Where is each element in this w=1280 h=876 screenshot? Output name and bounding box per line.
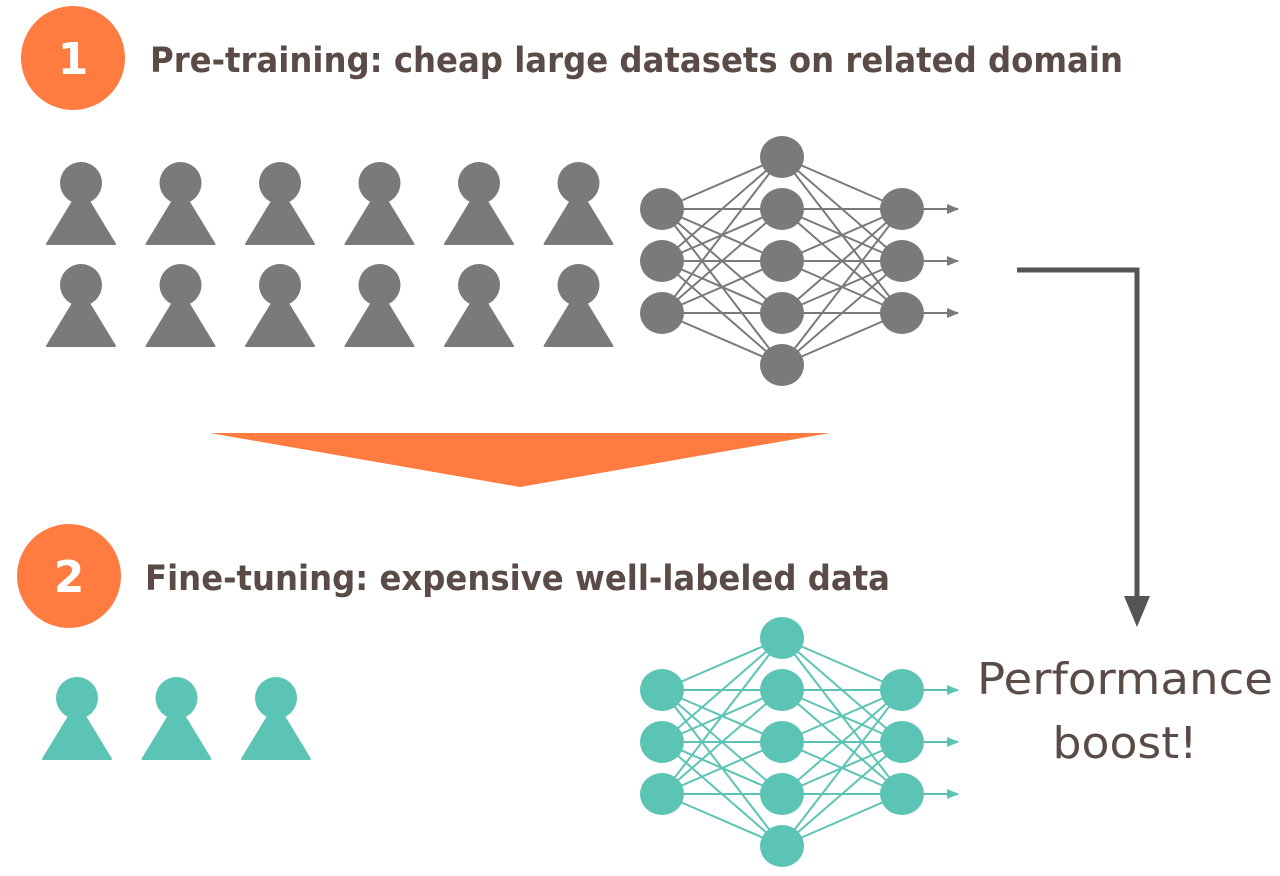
pretrained-network-edge <box>781 208 903 314</box>
pretrained-network-node <box>760 136 804 178</box>
pretrained-network-node <box>760 240 804 282</box>
pretrained-network-node <box>880 188 924 230</box>
boost-connector-arrowhead <box>1124 596 1150 627</box>
pretraining-person-icon <box>543 264 614 347</box>
step-1-title: Pre-training: cheap large datasets on re… <box>150 41 1123 81</box>
pretrained-network-edge <box>661 208 783 314</box>
pretraining-person-icon <box>245 162 315 245</box>
pretraining-person-icon <box>344 264 415 347</box>
finetuned-network-node <box>640 773 684 815</box>
pretrained-network-node <box>880 240 924 282</box>
pretraining-person-icon <box>245 264 315 347</box>
result-line-1: Performance <box>977 654 1273 705</box>
pretraining-person-icon <box>444 162 514 245</box>
finetuned-network-node <box>640 669 684 711</box>
step-2-header: 2 Fine-tuning: expensive well-labeled da… <box>17 524 890 628</box>
result-line-2: boost! <box>1053 718 1198 769</box>
finetuning-person-icon <box>141 677 212 760</box>
pretraining-dataset-group <box>46 162 614 347</box>
step-1-number: 1 <box>58 34 89 85</box>
pretrained-network-node <box>760 188 804 230</box>
pretraining-person-icon <box>145 264 216 347</box>
pretraining-person-icon <box>145 162 216 245</box>
pretrained-network <box>640 136 959 386</box>
finetuned-network-node <box>760 773 804 815</box>
finetuned-network-edge <box>661 637 783 743</box>
finetuned-network-edge <box>781 689 903 847</box>
finetuned-network <box>640 617 959 867</box>
pretraining-person-icon <box>344 162 415 245</box>
pretrained-network-edge <box>661 156 783 314</box>
finetuned-network-edge <box>661 637 783 795</box>
finetuned-network-node <box>880 721 924 763</box>
pretrained-network-node <box>640 188 684 230</box>
pretrained-network-node <box>760 292 804 334</box>
step-2-title: Fine-tuning: expensive well-labeled data <box>145 559 890 599</box>
step-1-header: 1 Pre-training: cheap large datasets on … <box>21 6 1123 110</box>
finetuning-person-icon <box>42 677 112 760</box>
performance-boost-label: Performance boost! <box>977 654 1273 769</box>
finetuning-dataset-group <box>42 677 311 760</box>
transfer-arrow <box>210 433 830 487</box>
pretraining-person-icon <box>46 264 116 347</box>
finetuned-network-node <box>760 617 804 659</box>
finetuned-network-node <box>880 669 924 711</box>
pretraining-person-icon <box>46 162 116 245</box>
finetuned-network-edge <box>781 689 903 795</box>
pretraining-person-icon <box>444 264 514 347</box>
finetuned-network-node <box>880 773 924 815</box>
finetuned-network-node <box>760 825 804 867</box>
step-2-badge <box>17 524 121 628</box>
pretrained-network-node <box>760 344 804 386</box>
finetuned-network-edge <box>781 741 903 847</box>
pretraining-person-icon <box>543 162 614 245</box>
pretrained-network-node <box>880 292 924 334</box>
finetuned-network-edge <box>661 689 783 795</box>
pretrained-network-edge <box>661 156 783 262</box>
pretrained-network-edge <box>781 208 903 366</box>
step-2-number: 2 <box>54 552 85 603</box>
boost-connector-line <box>1017 267 1140 600</box>
finetuned-network-node <box>640 721 684 763</box>
pretrained-network-node <box>640 292 684 334</box>
pretrained-network-edge <box>781 260 903 366</box>
pretrained-network-node <box>640 240 684 282</box>
step-1-badge <box>21 6 125 110</box>
finetuned-network-node <box>760 721 804 763</box>
finetuned-network-node <box>760 669 804 711</box>
finetuning-person-icon <box>241 677 311 760</box>
